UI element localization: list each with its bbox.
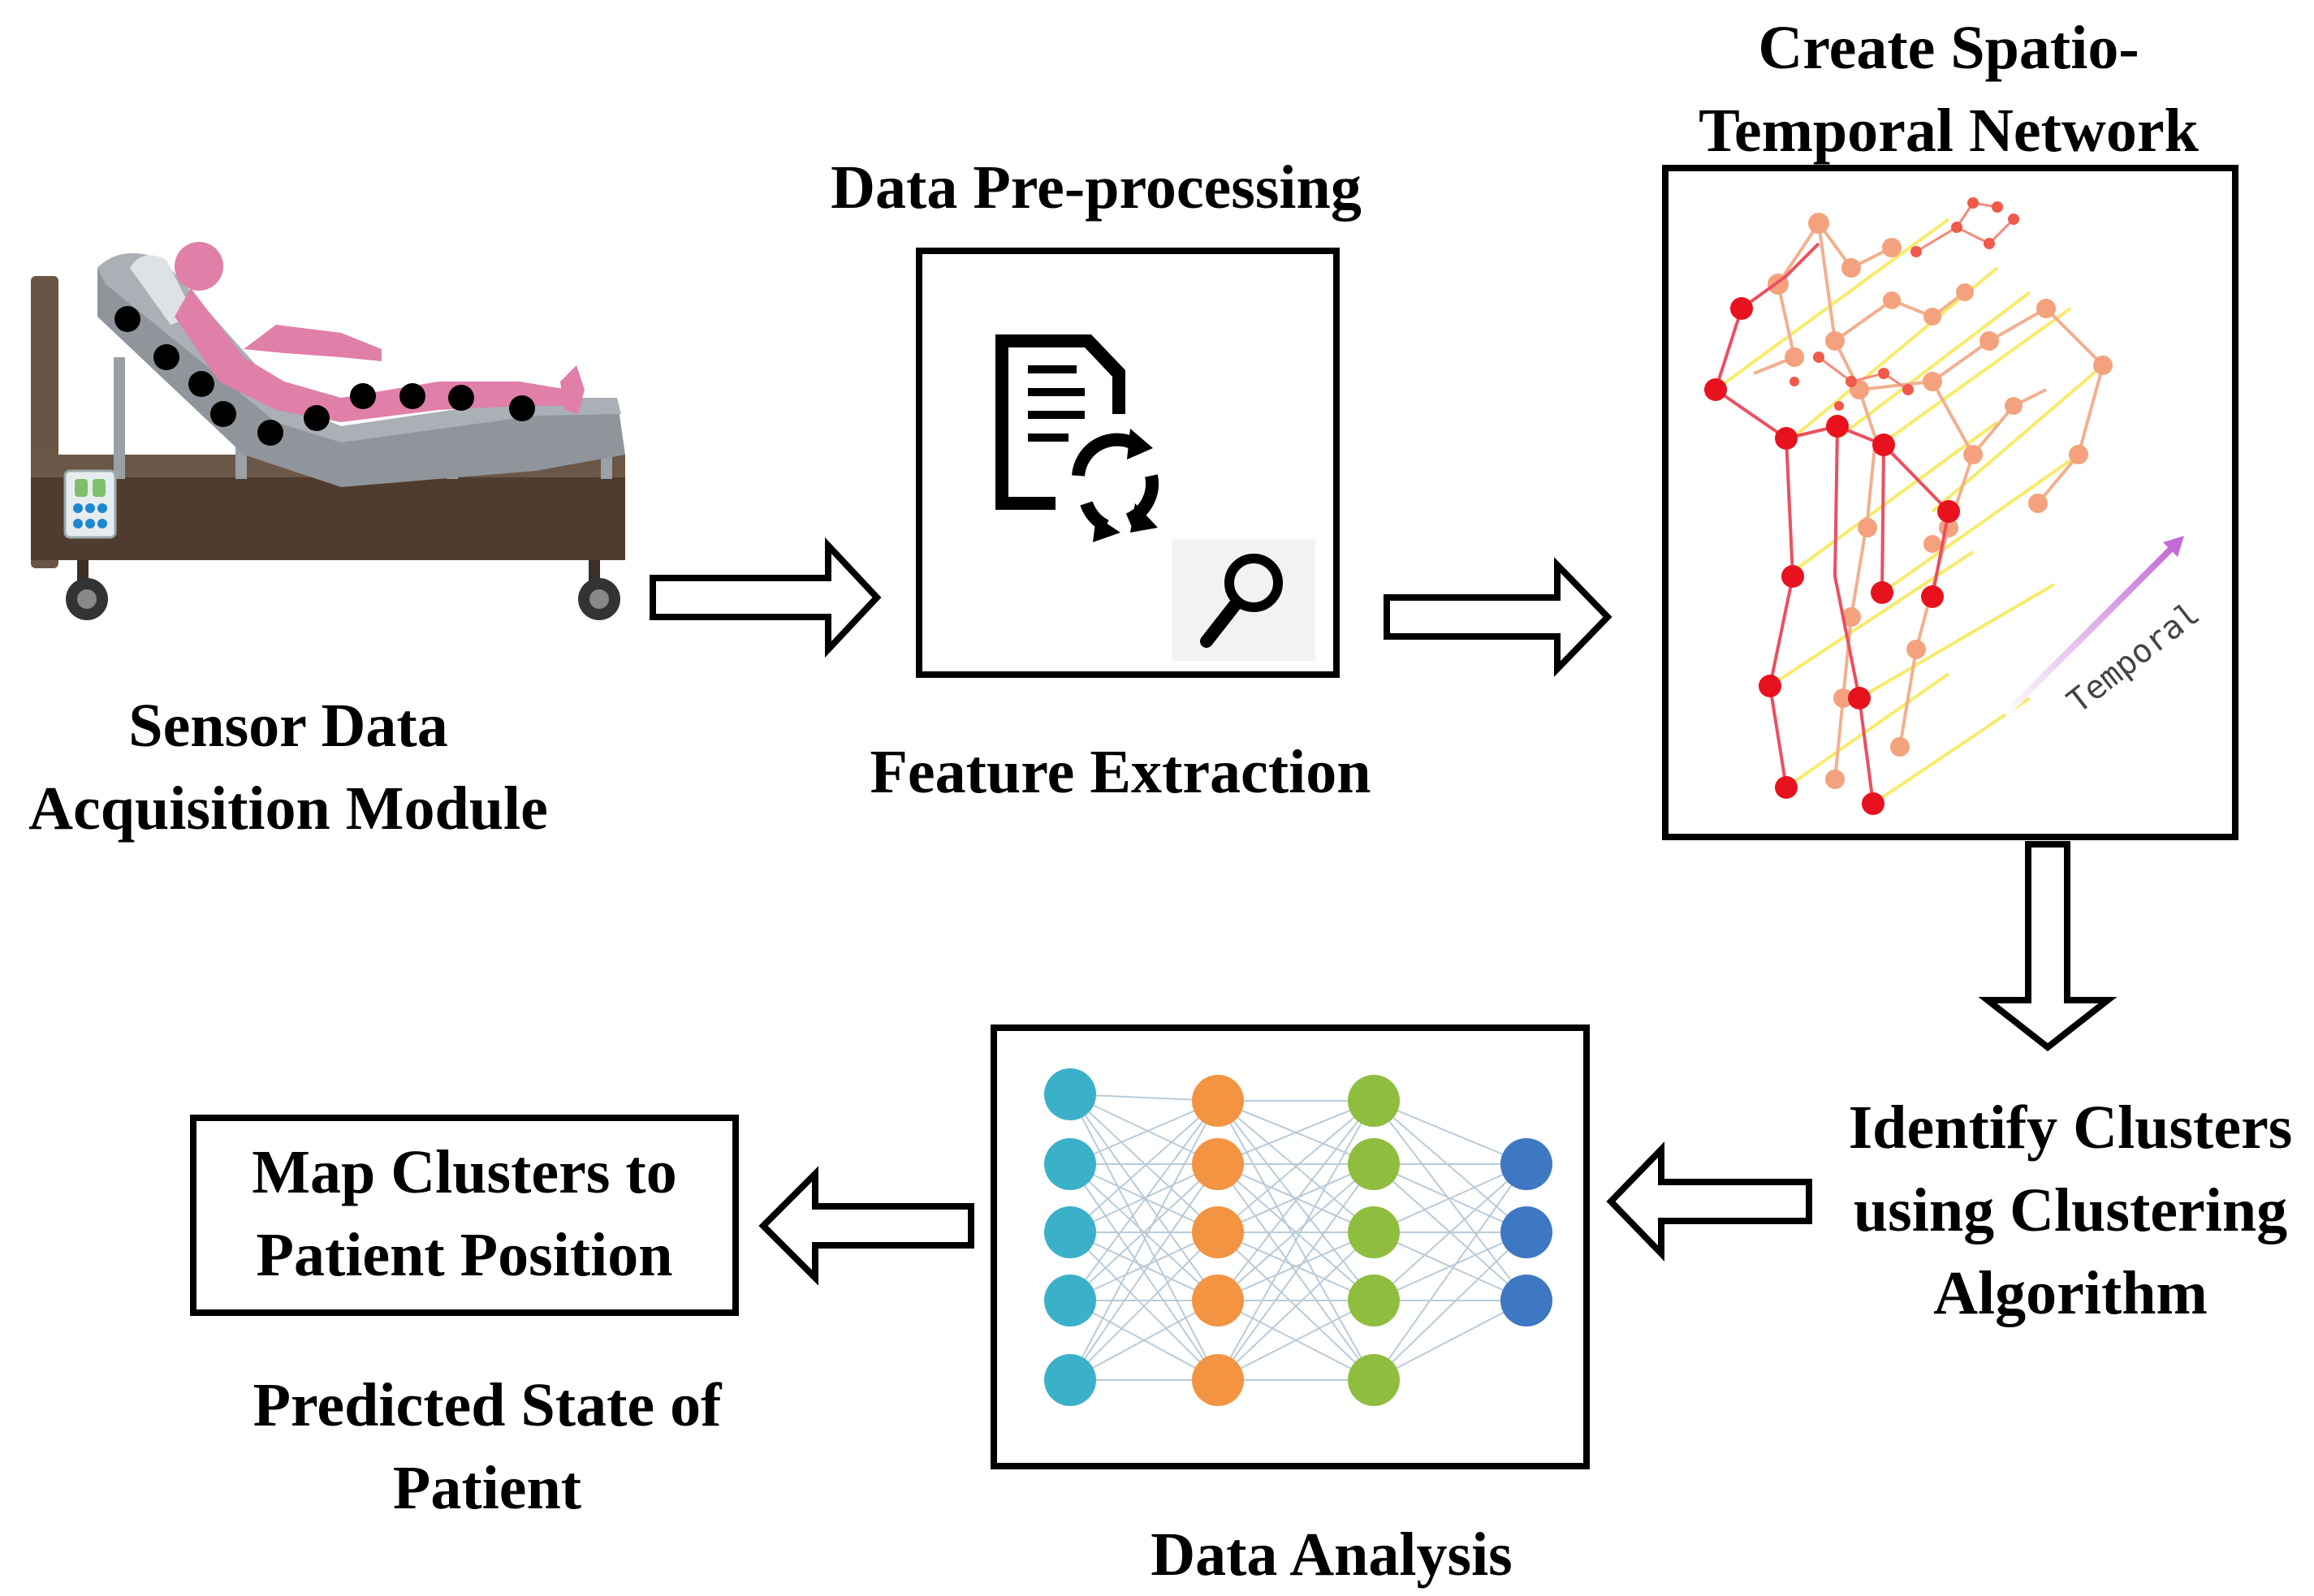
nn-node-layer2 bbox=[1192, 1206, 1244, 1258]
arrow-preprocessing-to-spatio bbox=[1384, 557, 1612, 677]
temporal-axis-arrow bbox=[2003, 541, 2178, 717]
clusters-title-line1: Identify Clusters bbox=[1848, 1093, 2293, 1162]
nn-node-layer2 bbox=[1192, 1138, 1244, 1190]
arrow-bed-to-preprocessing bbox=[650, 537, 882, 658]
nn-connection bbox=[1373, 1163, 1527, 1301]
nn-connection bbox=[1069, 1100, 1219, 1381]
arrow-clusters-to-analysis bbox=[1606, 1141, 1812, 1262]
neural-network-illustration bbox=[1044, 1068, 1552, 1406]
nn-connection bbox=[1373, 1163, 1527, 1233]
nn-connection bbox=[1069, 1100, 1219, 1165]
nn-connection bbox=[1217, 1100, 1375, 1233]
clusters-title-line2: using Clustering bbox=[1853, 1176, 2288, 1244]
sensor-title-line2: Acquisition Module bbox=[28, 774, 548, 843]
nn-node-layer3 bbox=[1348, 1075, 1400, 1127]
nn-node-layer1 bbox=[1044, 1354, 1096, 1406]
nn-connection bbox=[1069, 1100, 1219, 1301]
nn-node-layer1 bbox=[1044, 1275, 1096, 1326]
predicted-title-line1: Predicted State of bbox=[253, 1371, 722, 1439]
nn-connection bbox=[1373, 1300, 1527, 1381]
spatio-title-line1: Create Spatio- bbox=[1758, 14, 2139, 82]
nn-connection bbox=[1217, 1100, 1375, 1165]
nn-connection bbox=[1373, 1232, 1527, 1381]
arrow-spatio-to-clusters bbox=[1978, 841, 2118, 1052]
nn-node-layer3 bbox=[1348, 1138, 1400, 1190]
nn-connection bbox=[1217, 1100, 1375, 1381]
nn-node-layer4 bbox=[1500, 1275, 1552, 1326]
nn-node-layer1 bbox=[1044, 1206, 1096, 1258]
refresh-icon bbox=[1072, 429, 1159, 542]
sensor-dots bbox=[114, 306, 535, 446]
nn-connection bbox=[1373, 1100, 1527, 1165]
map-clusters-box bbox=[190, 1115, 739, 1316]
nn-node-layer3 bbox=[1348, 1275, 1400, 1326]
nn-node-layer1 bbox=[1044, 1068, 1096, 1120]
spatio-temporal-network-illustration: Temporal bbox=[1704, 197, 2207, 815]
nn-connection bbox=[1373, 1163, 1527, 1381]
nn-node-layer3 bbox=[1348, 1206, 1400, 1258]
nn-node-layer2 bbox=[1192, 1275, 1244, 1326]
map-title-line2: Patient Position bbox=[256, 1221, 673, 1289]
temporal-axis-label: Temporal bbox=[2061, 595, 2207, 721]
nn-connection bbox=[1069, 1300, 1219, 1381]
nn-connection bbox=[1217, 1163, 1375, 1381]
document-icon bbox=[995, 334, 1125, 510]
sensor-title-line1: Sensor Data bbox=[128, 692, 448, 760]
nn-node-layer1 bbox=[1044, 1138, 1096, 1190]
nn-connection bbox=[1069, 1232, 1219, 1381]
nn-connection bbox=[1069, 1163, 1219, 1301]
nn-connection bbox=[1217, 1163, 1375, 1301]
clusters-title-line3: Algorithm bbox=[1933, 1259, 2208, 1327]
nn-node-layer4 bbox=[1500, 1206, 1552, 1258]
nn-node-layer2 bbox=[1192, 1075, 1244, 1127]
nn-connection bbox=[1217, 1300, 1375, 1381]
nn-node-layer4 bbox=[1500, 1138, 1552, 1190]
nn-connection bbox=[1217, 1232, 1375, 1381]
magnifier-icon bbox=[1172, 539, 1315, 661]
map-title-line1: Map Clusters to bbox=[252, 1138, 677, 1206]
nn-connection bbox=[1373, 1100, 1527, 1301]
arrow-analysis-to-map bbox=[758, 1166, 974, 1286]
nn-connection bbox=[1217, 1163, 1375, 1233]
nn-node-layer3 bbox=[1348, 1354, 1400, 1406]
hospital-bed-illustration bbox=[31, 242, 625, 620]
data-analysis-title: Data Analysis bbox=[1151, 1521, 1513, 1589]
predicted-title-line2: Patient bbox=[392, 1454, 582, 1522]
control-panel-icon bbox=[63, 469, 117, 539]
feature-extraction-title: Feature Extraction bbox=[870, 738, 1371, 806]
nn-connection bbox=[1217, 1100, 1375, 1301]
nn-connection bbox=[1069, 1093, 1219, 1165]
nn-connection bbox=[1069, 1232, 1219, 1301]
spatio-title-line2: Temporal Network bbox=[1699, 97, 2199, 165]
nn-connection bbox=[1069, 1093, 1219, 1381]
nn-connection bbox=[1069, 1163, 1219, 1381]
nn-connection bbox=[1069, 1163, 1219, 1233]
nn-connection bbox=[1373, 1100, 1527, 1233]
nn-connection bbox=[1373, 1232, 1527, 1301]
nn-connection bbox=[1217, 1232, 1375, 1301]
preprocessing-title: Data Pre-processing bbox=[831, 153, 1362, 222]
nn-node-layer2 bbox=[1192, 1354, 1244, 1406]
nn-connection bbox=[1069, 1100, 1219, 1233]
